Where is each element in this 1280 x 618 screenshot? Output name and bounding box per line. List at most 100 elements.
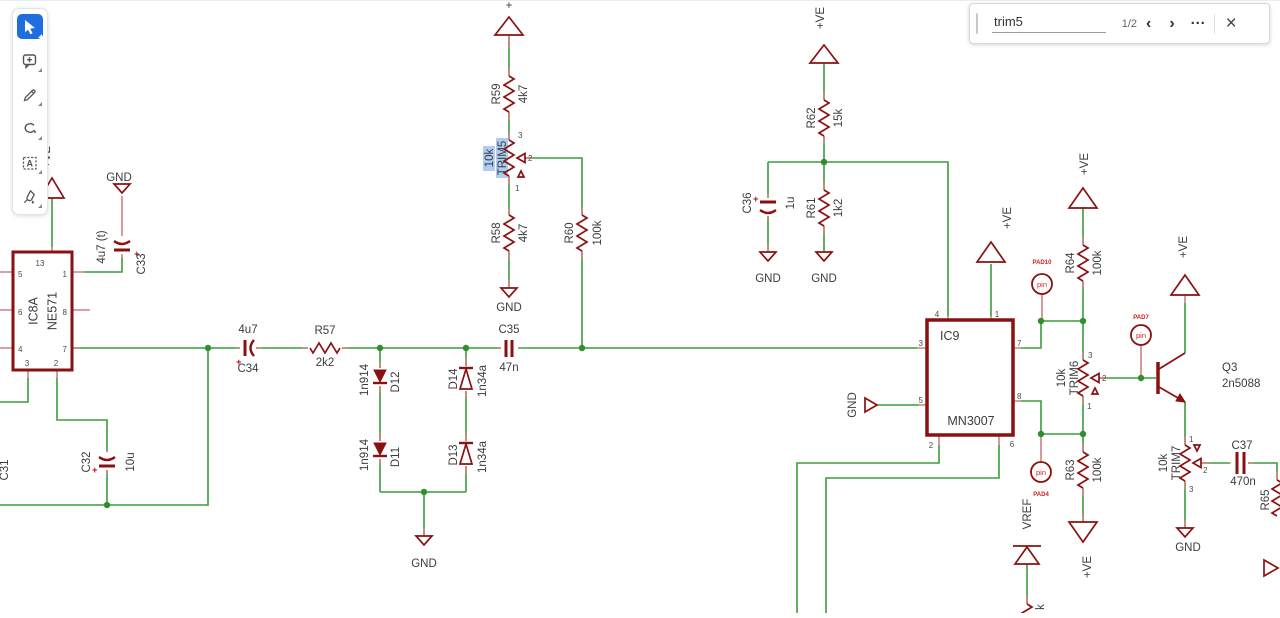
vref-symbol[interactable]: VREF [1013,499,1041,565]
r59-value: 4k7 [518,85,530,104]
more-options-button[interactable]: ··· [1184,15,1213,32]
q3-ref: Q3 [1222,362,1237,374]
gnd-symbol-ic9pin5[interactable]: GND [847,392,879,418]
r62-value: 15k [833,108,845,127]
gnd-symbol-c33[interactable]: GND [106,172,132,195]
component-d13[interactable]: D13 1n34a [448,440,489,473]
c31-ref: C31 [0,459,11,480]
component-r63[interactable]: R63 100k [1065,451,1104,489]
previous-match-button[interactable]: ‹ [1137,15,1160,33]
fill-tool-button[interactable] [17,184,43,209]
component-c36[interactable]: + C36 1u [742,192,797,216]
vplus-label: +VE [815,7,827,29]
ic9-pin1: 1 [995,310,1000,319]
component-r59[interactable]: R59 4k7 [491,75,530,113]
pad4-pin[interactable]: pin PAD4 [1030,461,1052,498]
wire-nets[interactable] [0,35,1278,613]
vplus-symbol-r64[interactable]: +VE [1067,153,1099,209]
ic8a-part: NE571 [45,292,59,330]
vplus-symbol-q3[interactable]: +VE [1169,236,1201,296]
pencil-tool-button[interactable] [17,82,43,107]
gnd-symbol-c36[interactable]: GND [755,251,781,285]
text-select-tool-button[interactable]: A [17,150,43,175]
comment-tool-button[interactable] [17,48,43,73]
text-select-icon: A [22,156,37,170]
component-c33[interactable]: + 4u7 (t) C33 [96,230,148,274]
trim5-pin1: 1 [515,184,520,193]
d12-ref: D12 [390,371,402,392]
lasso-tool-button[interactable] [17,116,43,141]
component-r65[interactable]: R65 [1260,479,1280,517]
gnd-symbol-r61[interactable]: GND [811,251,837,285]
component-r58[interactable]: R58 4k7 [491,214,530,252]
component-r60[interactable]: R60 100k [564,214,604,252]
component-trim5[interactable]: 3 2 1 10k TRIM5 [483,131,533,193]
component-ic8a[interactable]: IC8A NE571 13 5 6 4 1 8 7 3 2 [11,250,74,372]
select-tool-button[interactable] [17,14,43,39]
close-find-button[interactable]: × [1216,13,1247,35]
vplus-symbol-r63[interactable]: +VE [1067,521,1099,578]
component-r61[interactable]: R61 1k2 [806,189,845,227]
ic9-pin4: 4 [935,310,940,319]
component-partial-bottom[interactable]: k [1020,603,1047,618]
comment-plus-icon [22,53,37,69]
trim5-pin2: 2 [528,154,533,163]
component-q3[interactable]: Q3 2n5088 [1156,352,1260,403]
findbar-divider [1213,13,1215,34]
component-d14[interactable]: D14 1n34a [448,364,489,397]
component-r64[interactable]: R64 100k [1065,244,1104,282]
findbar-handle[interactable] [976,13,978,34]
gnd-symbol-r58[interactable]: GND [496,287,522,314]
vref-label: VREF [1022,499,1034,530]
submenu-corner [38,204,42,208]
component-c37[interactable]: C37 470n [1230,440,1256,488]
component-ic9[interactable]: IC9 MN3007 4 1 3 5 7 8 2 6 [919,310,1022,450]
trim5-ref: TRIM5 [497,141,509,176]
component-r57[interactable]: R57 2k2 [308,325,342,369]
wire-pins-2-6 [796,445,1000,613]
ic8a-pin13: 13 [36,259,45,268]
c33-value: 4u7 (t) [96,230,108,263]
ic8a-pin1: 1 [63,270,68,279]
ic8a-pin7: 7 [63,345,68,354]
pencil-icon [23,88,36,101]
ic9-pin3: 3 [919,339,924,348]
partial-symbol-bottom-right[interactable] [1263,558,1280,578]
drawing-toolbar: A [12,8,48,215]
next-match-button[interactable]: › [1160,15,1183,33]
gnd-symbol-trim7[interactable]: GND [1175,527,1201,554]
trim6-pin3: 3 [1088,351,1093,360]
d11-ref: D11 [390,447,402,467]
component-c35[interactable]: C35 47n [498,324,519,374]
vplus-symbol-r62[interactable]: +VE [808,7,840,64]
ic9-pin6: 6 [1010,440,1015,449]
submenu-corner [38,34,42,38]
find-bar: 1/2 ‹ › ··· × [969,3,1270,44]
find-input[interactable] [992,14,1106,33]
c36-value: 1u [785,197,797,210]
component-r62[interactable]: R62 15k [806,99,845,137]
vplus-symbol-ic9pin1[interactable]: +VE [975,207,1014,263]
gnd-symbol-diodes[interactable]: GND [411,535,437,570]
component-d11[interactable]: 1n914 D11 [359,438,402,471]
c35-ref: C35 [498,324,519,336]
component-d12[interactable]: 1n914 D12 [359,363,402,396]
component-trim6[interactable]: 3 2 1 10k TRIM6 [1056,351,1107,411]
component-c32[interactable]: + C32 10u [81,451,137,476]
gnd-label: GND [411,558,437,570]
component-trim7[interactable]: 1 2 3 10k TRIM7 [1158,435,1208,494]
pad10-pin[interactable]: PAD10 pin [1031,260,1053,295]
search-highlight [483,146,495,171]
pad10-text: pin [1037,280,1047,289]
partial-value: k [1035,604,1047,610]
pad7-pin[interactable]: PAD7 pin [1130,315,1152,346]
component-c34[interactable]: + 4u7 C34 [236,324,259,375]
pad10-label: PAD10 [1033,260,1053,266]
plus-symbol-top[interactable]: + [493,0,525,36]
match-counter: 1/2 [1121,17,1137,30]
gnd-label: GND [847,392,859,418]
r59-ref: R59 [491,83,503,104]
ic9-pin7: 7 [1017,339,1022,348]
top-divider [0,0,1280,1]
